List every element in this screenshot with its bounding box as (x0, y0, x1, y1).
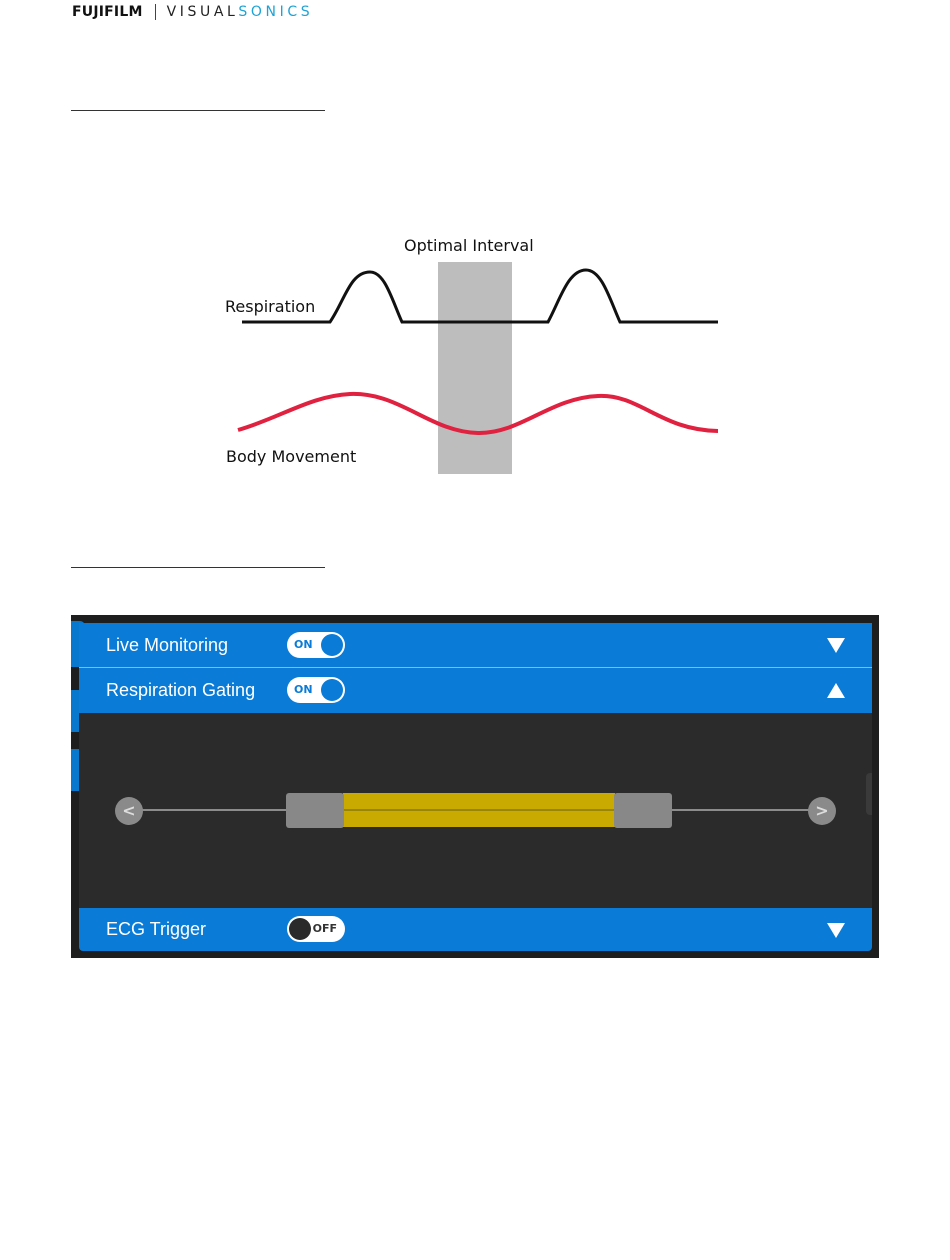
respiration-gating-toggle[interactable]: ON (287, 677, 345, 703)
respiration-curve (242, 270, 718, 322)
respiration-gating-label: Respiration Gating (106, 680, 255, 701)
ecg-trigger-header[interactable]: ECG Trigger OFF (79, 908, 872, 951)
ecg-trigger-toggle[interactable]: OFF (287, 916, 345, 942)
respiration-gating-header[interactable]: Respiration Gating ON (79, 668, 872, 713)
gating-control-panel: Live Monitoring ON Respiration Gating ON (71, 615, 879, 958)
body-movement-curve (238, 394, 718, 433)
visualsonics-logo-part2: SONICS (238, 4, 313, 20)
expand-down-icon[interactable] (827, 638, 845, 653)
toggle-state-label: OFF (313, 922, 337, 935)
expand-down-icon[interactable] (827, 923, 845, 938)
gating-range-start-handle[interactable] (286, 793, 344, 828)
body-movement-label: Body Movement (226, 447, 356, 466)
ecg-trigger-label: ECG Trigger (106, 919, 206, 940)
figure-top-rule (71, 110, 325, 111)
panel-content: Live Monitoring ON Respiration Gating ON (79, 623, 872, 951)
panel-right-scroll-tab[interactable] (866, 773, 872, 815)
figure-bottom-rule (71, 567, 325, 568)
toggle-knob (321, 634, 343, 656)
chevron-left-icon[interactable]: < (115, 797, 143, 825)
fujifilm-logo-text: FUJIFILM (72, 4, 143, 20)
gating-range-center-line (343, 809, 615, 811)
collapse-up-icon[interactable] (827, 683, 845, 698)
live-monitoring-toggle[interactable]: ON (287, 632, 345, 658)
respiration-label: Respiration (225, 297, 315, 316)
optimal-interval-band (438, 262, 512, 474)
visualsonics-logo-part1: VISUAL (167, 4, 239, 20)
optimal-interval-label: Optimal Interval (404, 236, 534, 255)
chevron-right-icon[interactable]: > (808, 797, 836, 825)
gating-range-end-handle[interactable] (614, 793, 672, 828)
respiration-gating-body: < > (79, 713, 872, 908)
toggle-state-label: ON (294, 683, 313, 696)
live-monitoring-label: Live Monitoring (106, 635, 228, 656)
respiration-gating-diagram: Optimal Interval Respiration Body Moveme… (0, 0, 950, 520)
toggle-knob (289, 918, 311, 940)
toggle-state-label: ON (294, 638, 313, 651)
logo-separator (155, 4, 156, 20)
live-monitoring-header[interactable]: Live Monitoring ON (79, 623, 872, 667)
toggle-knob (321, 679, 343, 701)
